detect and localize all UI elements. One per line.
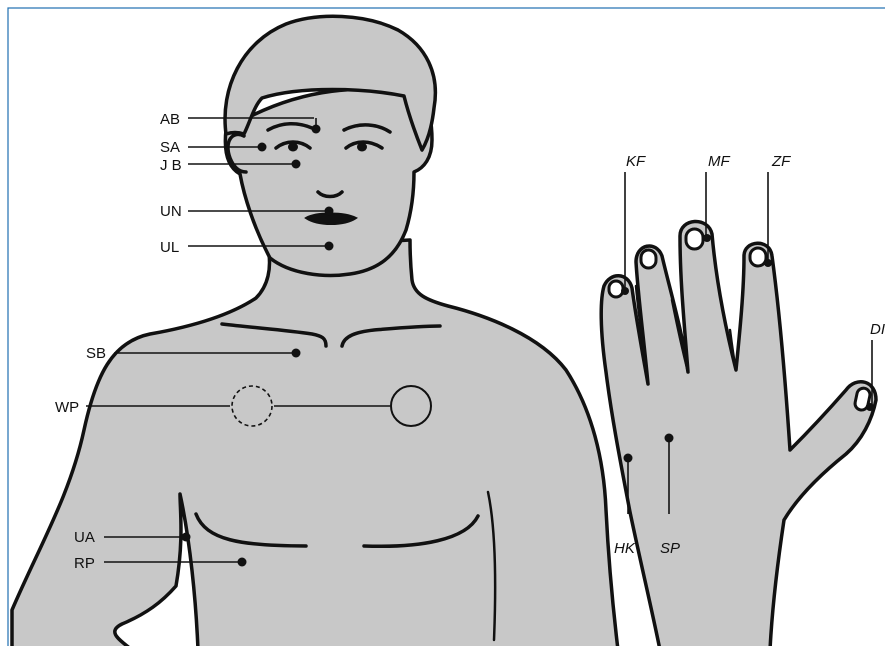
point-rp bbox=[238, 558, 247, 567]
label-ua: UA bbox=[74, 529, 95, 546]
label-rp: RP bbox=[74, 555, 95, 572]
point-sa bbox=[258, 143, 267, 152]
human-figure bbox=[12, 16, 618, 646]
right-pupil bbox=[357, 143, 367, 152]
label-un: UN bbox=[160, 203, 182, 220]
hand bbox=[601, 221, 876, 646]
hand-outline bbox=[601, 221, 876, 646]
label-mf: MF bbox=[708, 153, 730, 170]
index-finger-nail bbox=[750, 248, 766, 266]
label-ab: AB bbox=[160, 111, 180, 128]
point-di bbox=[866, 403, 874, 411]
point-zf bbox=[764, 259, 772, 267]
label-kf: KF bbox=[626, 153, 646, 170]
middle-finger-nail bbox=[686, 229, 703, 249]
label-ul: UL bbox=[160, 239, 179, 256]
label-jb: J B bbox=[160, 157, 182, 174]
point-ua bbox=[182, 533, 191, 542]
point-sb bbox=[292, 349, 301, 358]
label-sa: SA bbox=[160, 139, 180, 156]
label-wp: WP bbox=[55, 399, 79, 416]
little-finger-nail bbox=[609, 281, 623, 297]
torso bbox=[12, 240, 618, 646]
label-hk: HK bbox=[614, 540, 636, 557]
point-jb bbox=[292, 160, 301, 169]
point-mf bbox=[703, 234, 711, 242]
label-di: DI bbox=[870, 321, 885, 338]
label-sp: SP bbox=[660, 540, 680, 557]
point-kf bbox=[621, 287, 629, 295]
point-ul bbox=[325, 242, 334, 251]
ring-finger-nail bbox=[641, 250, 656, 268]
mouth bbox=[306, 214, 356, 225]
point-sp bbox=[665, 434, 674, 443]
left-pupil bbox=[288, 143, 298, 152]
point-hk bbox=[624, 454, 633, 463]
label-zf: ZF bbox=[771, 153, 791, 170]
label-sb: SB bbox=[86, 345, 106, 362]
point-un bbox=[325, 207, 334, 216]
